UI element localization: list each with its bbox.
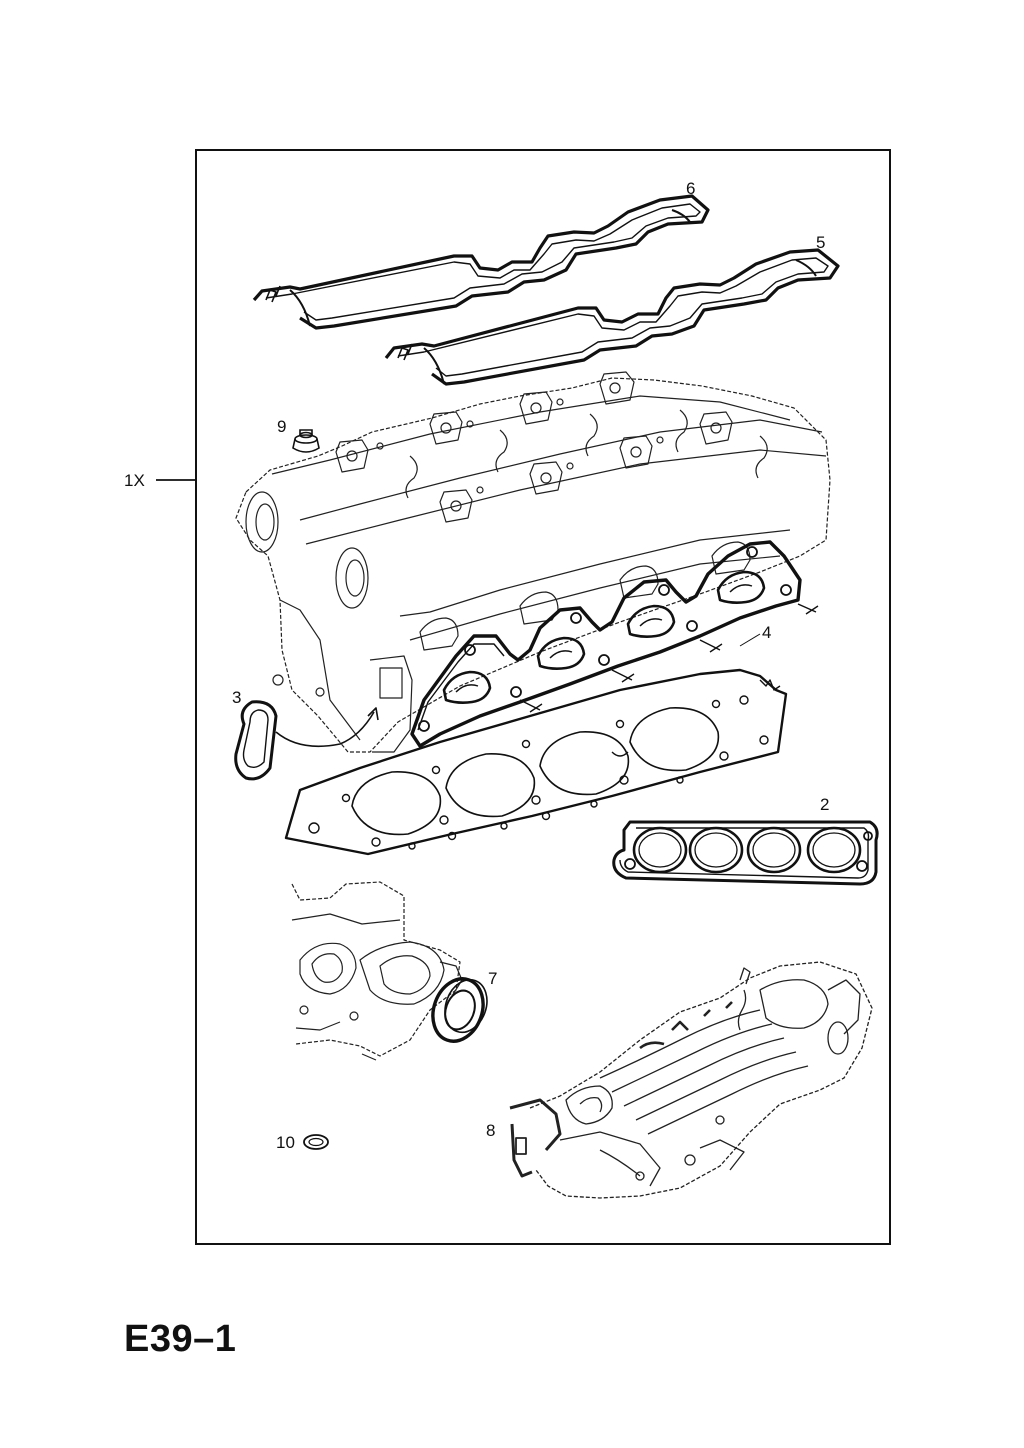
- callout-7: 7: [488, 969, 497, 988]
- kit-label: 1X: [124, 471, 145, 490]
- cylinder-head-drawing: [235, 371, 831, 753]
- exhaust-manifold-gasket-part: [410, 540, 819, 748]
- kit-frame: [195, 149, 891, 1245]
- valve-stem-seal-part: [292, 429, 320, 453]
- intake-manifold-gasket-part: [612, 820, 879, 886]
- valve-cover-gasket-upper: [252, 194, 710, 330]
- thermostat-housing-gasket-part: [234, 700, 379, 781]
- callout-2: 2: [820, 795, 829, 814]
- page-code: E39–1: [124, 1318, 237, 1360]
- callout-4: 4: [762, 623, 771, 642]
- callout-5: 5: [816, 233, 825, 252]
- callout-9: 9: [277, 417, 286, 436]
- cylinder-head-gasket-drawing: [284, 668, 788, 856]
- callout-6: 6: [686, 179, 695, 198]
- callout-10: 10: [276, 1133, 295, 1152]
- callout-4-leader: [739, 633, 761, 647]
- engine-block-detail-drawing: [291, 881, 463, 1061]
- callout-3: 3: [232, 688, 241, 707]
- o-ring-part: [303, 1134, 329, 1150]
- intake-manifold-part: [509, 961, 873, 1199]
- shaft-seal-part: [431, 977, 488, 1043]
- callout-8: 8: [486, 1121, 495, 1140]
- valve-cover-gasket-lower: [384, 248, 840, 386]
